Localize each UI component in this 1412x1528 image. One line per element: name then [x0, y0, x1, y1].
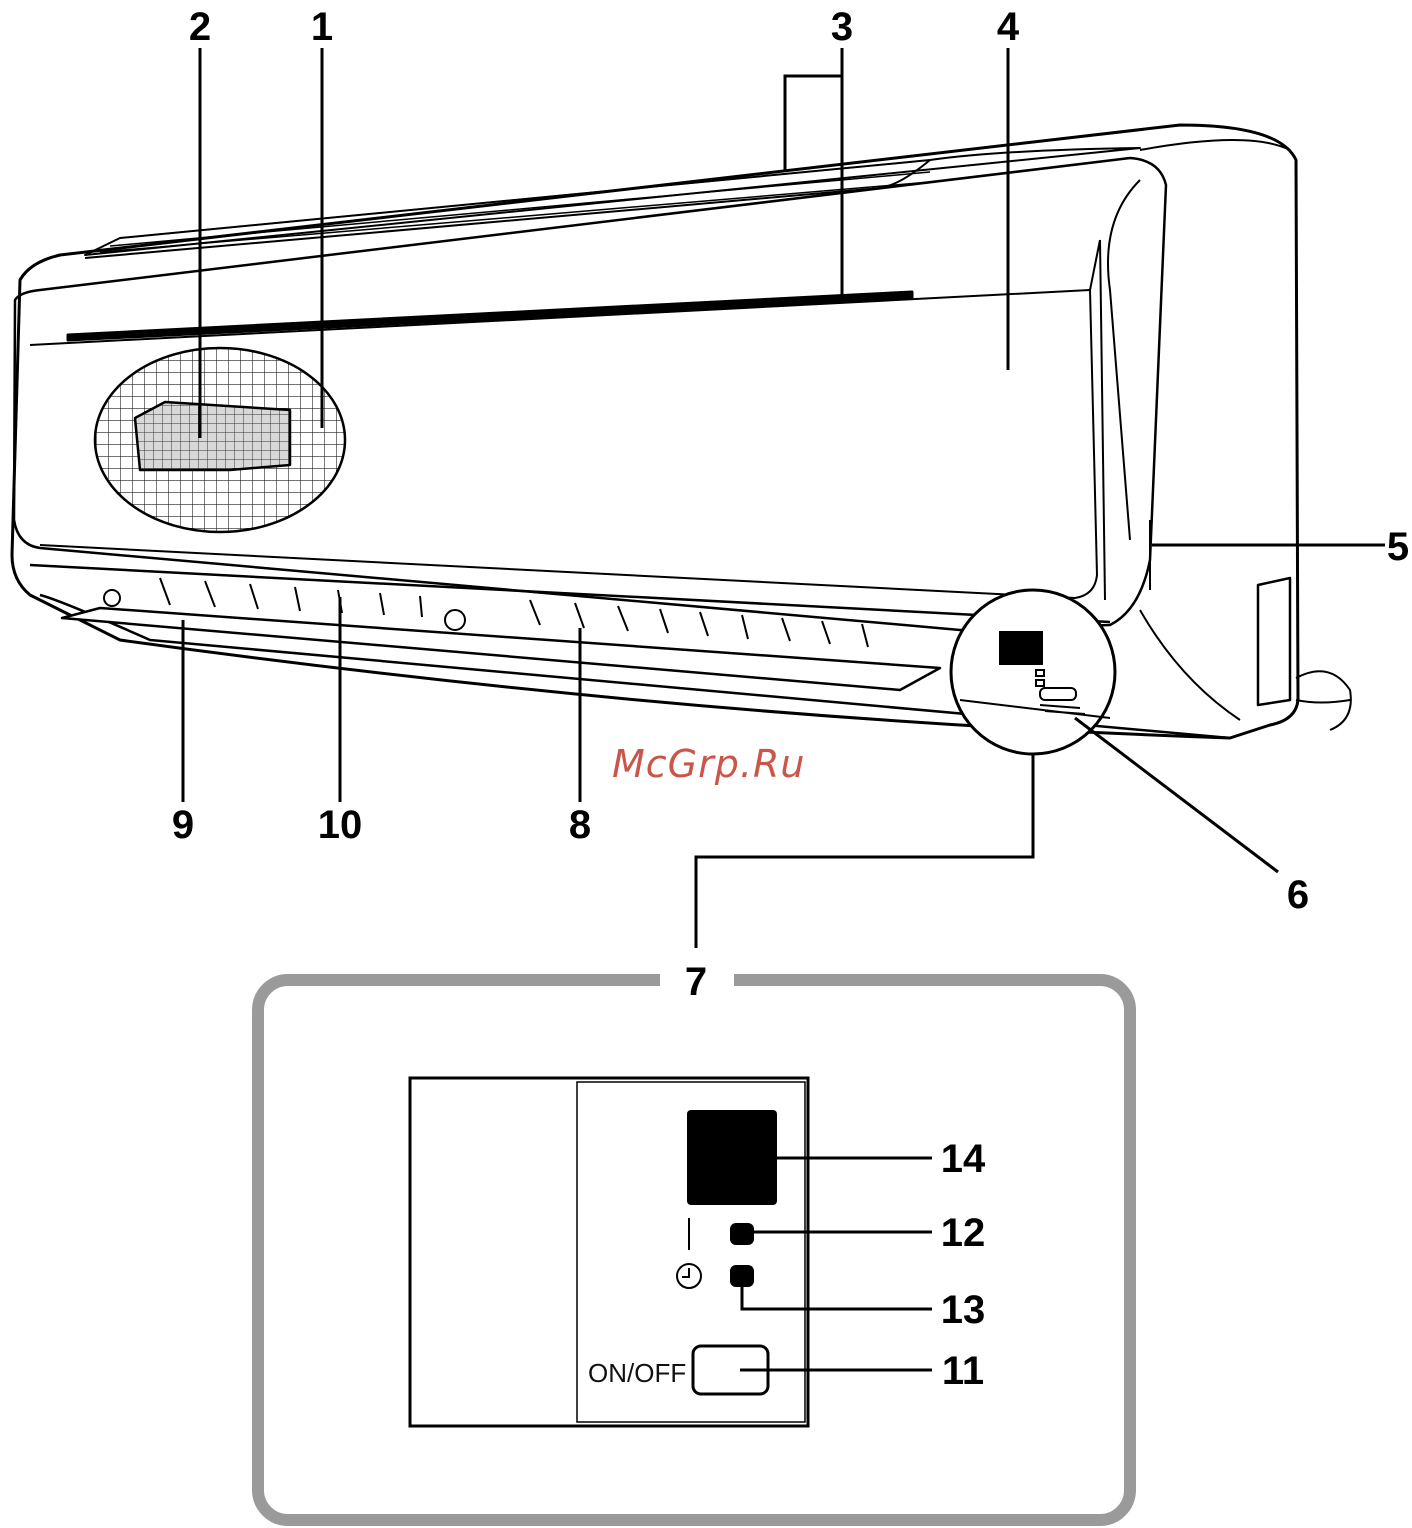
- callout-8: 8: [569, 803, 591, 847]
- leader-lines: [183, 48, 1385, 948]
- operation-lamp: [730, 1223, 754, 1245]
- callout-7: 7: [685, 960, 707, 1004]
- callout-9: 9: [172, 803, 194, 847]
- callout-14: 14: [941, 1137, 986, 1181]
- callout-11: 11: [942, 1349, 984, 1393]
- callout-13: 13: [941, 1288, 986, 1332]
- callout-10: 10: [318, 803, 363, 847]
- indicator-panel: ON/OFF: [410, 1078, 808, 1426]
- callout-2: 2: [189, 5, 211, 49]
- piping: [1258, 578, 1290, 705]
- top-inlet-grille: [85, 148, 1140, 255]
- callout-3: 3: [831, 5, 853, 49]
- deodorizing-filter: [135, 402, 290, 470]
- callout-4: 4: [997, 5, 1020, 49]
- callout-12: 12: [941, 1211, 986, 1255]
- callout-1: 1: [311, 5, 333, 49]
- callout-5: 5: [1387, 525, 1409, 569]
- watermark-text: McGrp.Ru: [612, 742, 805, 786]
- onoff-label: ON/OFF: [588, 1358, 686, 1388]
- callout-6: 6: [1287, 873, 1309, 917]
- indoor-unit: [12, 125, 1351, 738]
